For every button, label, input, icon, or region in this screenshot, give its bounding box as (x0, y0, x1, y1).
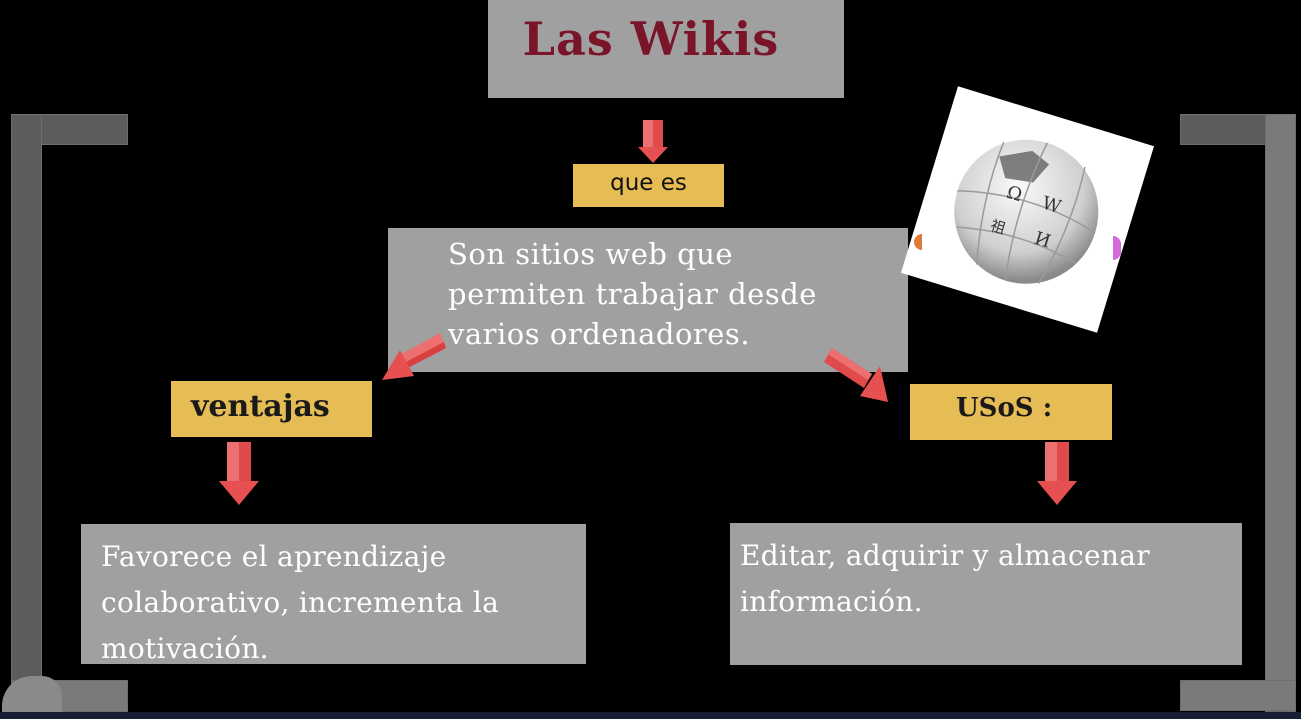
arrow-down-icon (1037, 442, 1077, 505)
advantages-content-box: Favorece el aprendizaje colaborativo, in… (81, 524, 586, 665)
left-bracket-vertical (11, 114, 42, 696)
branch-label-uses: USoS : (956, 393, 1053, 423)
uses-content-box: Editar, adquirir y almacenar información… (730, 523, 1242, 665)
svg-text:И: И (1032, 228, 1053, 253)
arrow-down-icon (219, 442, 259, 505)
decorative-dot-purple (1113, 236, 1121, 260)
arrow-down-icon (638, 120, 668, 163)
arrow-down-left-icon (382, 333, 446, 380)
arrow-down-right-icon (824, 348, 888, 402)
uses-content-text: Editar, adquirir y almacenar información… (740, 539, 1150, 618)
definition-text: Son sitios web que permiten trabajar des… (448, 237, 817, 351)
svg-text:祖: 祖 (988, 216, 1008, 238)
bottom-strip (0, 712, 1301, 719)
right-bracket-bottom (1180, 680, 1296, 711)
title-box: Las Wikis (488, 0, 844, 98)
advantages-content-text: Favorece el aprendizaje colaborativo, in… (101, 540, 500, 665)
connector-label-box: que es (573, 164, 724, 207)
wikipedia-logo-image: Ω W И 祖 (900, 86, 1155, 333)
branch-label-advantages: ventajas (191, 389, 330, 424)
diagram-title: Las Wikis (522, 12, 780, 66)
decorative-dot-orange (914, 234, 922, 250)
connector-label: que es (610, 170, 687, 196)
svg-text:Ω: Ω (1004, 182, 1024, 206)
definition-box: Son sitios web que permiten trabajar des… (388, 228, 908, 372)
right-bracket-vertical (1265, 114, 1296, 712)
wikipedia-globe-icon: Ω W И 祖 (954, 139, 1099, 284)
branch-label-box-uses: USoS : (910, 384, 1112, 440)
left-bracket-corner-blob (2, 676, 62, 716)
branch-label-box-advantages: ventajas (171, 381, 372, 437)
